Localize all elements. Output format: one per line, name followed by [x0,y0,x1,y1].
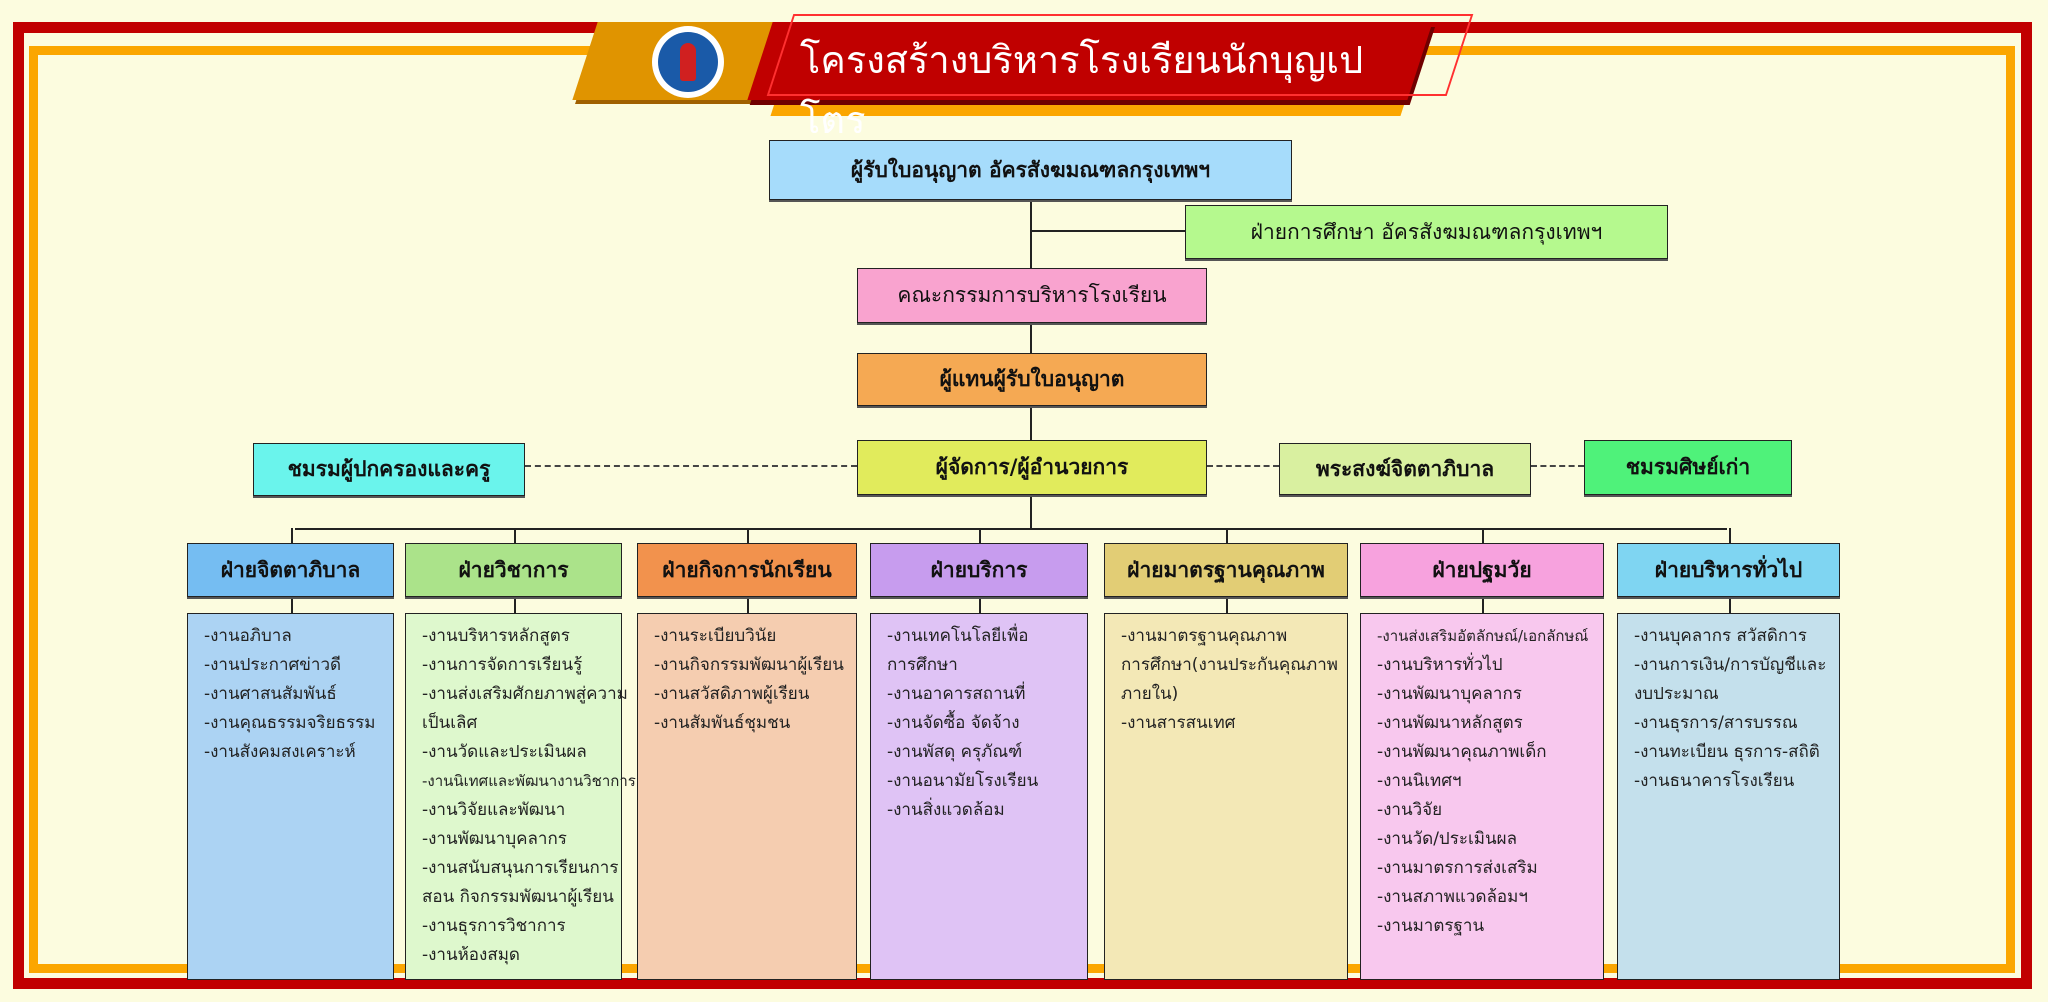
duty-item: การศึกษา(งานประกันคุณภาพ [1121,655,1338,675]
dept-connector [1482,528,1484,543]
duty-item: -งานการเงิน/การบัญชีและ [1634,655,1827,675]
dept-duties: -งานบริหารหลักสูตร -งานการจัดการเรียนรู้ -… [405,613,636,980]
school-logo-icon [652,26,724,98]
chaplain-node: พระสงฆ์จิตตาภิบาล [1279,443,1531,495]
duty-item: -งานอภิบาล [204,626,292,646]
duty-item: -งานห้องสมุด [422,945,520,965]
dept-header: ฝ่ายจิตตาภิบาล [187,543,394,597]
duty-item: -งานพัฒนาบุคลากร [1377,684,1522,704]
duty-item: เป็นเลิศ [422,713,478,733]
duty-item: -งานจัดซื้อ จัดจ้าง [887,713,1020,733]
dept-header: ฝ่ายกิจการนักเรียน [637,543,857,597]
duty-item: -งานพัฒนาบุคลากร [422,829,567,849]
dept-duties: -งานมาตรฐานคุณภาพการศึกษา(งานประกันคุณภา… [1104,613,1348,980]
duty-item: -งานวัด/ประเมินผล [1377,829,1517,849]
duty-item: -งานธุรการวิชาการ [422,916,566,936]
duty-item: -งานวัดและประเมินผล [422,742,587,762]
duty-item: -งานส่งเสริมศักยภาพสู่ความ [422,684,628,704]
duty-item: -งานสัมพันธ์ชุมชน [654,713,791,733]
licensee-rep-node: ผู้แทนผู้รับใบอนุญาต [857,353,1207,406]
duty-item: -งานมาตรการส่งเสริม [1377,858,1538,878]
duty-item: -งานสนับสนุนการเรียนการ [422,858,619,878]
dept-duties: -งานบุคลากร สวัสดิการ -งานการเงิน/การบัญช… [1617,613,1840,980]
branch-line [1030,230,1185,232]
dept-header: ฝ่ายปฐมวัย [1360,543,1604,597]
board-node: คณะกรรมการบริหารโรงเรียน [857,268,1207,323]
dept-connector [1729,528,1731,543]
duty-item: สอน กิจกรรมพัฒนาผู้เรียน [422,887,614,907]
licensee-node: ผู้รับใบอนุญาต อัครสังฆมณฑลกรุงเทพฯ [769,140,1292,200]
dept-connector [1226,597,1228,613]
dept-header: ฝ่ายบริหารทั่วไป [1617,543,1840,597]
dept-duties: -งานส่งเสริมอัตลักษณ์/เอกลักษณ์ -งานบริหา… [1360,613,1604,980]
director-node: ผู้จัดการ/ผู้อำนวยการ [857,440,1207,495]
duty-item: -งานพัฒนาคุณภาพเด็ก [1377,742,1547,762]
duty-item: -งานสารสนเทศ [1121,713,1236,733]
duty-item: -งานนิเทศฯ [1377,771,1462,791]
page-title: โครงสร้างบริหารโรงเรียนนักบุญเปโตร [800,38,1364,142]
dept-connector [747,597,749,613]
dept-connector [1482,597,1484,613]
duty-item: ภายใน) [1121,684,1179,704]
dept-header: ฝ่ายวิชาการ [405,543,622,597]
duty-item: -งานมาตรฐาน [1377,916,1485,936]
duty-item: -งานคุณธรรมจริยธรรม [204,713,376,733]
duty-item: -งานสภาพแวดล้อมฯ [1377,887,1528,907]
dept-connector [979,597,981,613]
duty-item: -งานบริหารทั่วไป [1377,655,1503,675]
duty-item: -งานอาคารสถานที่ [887,684,1026,704]
duty-item: -งานพัสดุ ครุภัณฑ์ [887,742,1023,762]
dept-connector [1226,528,1228,543]
duty-item: -งานกิจกรรมพัฒนาผู้เรียน [654,655,844,675]
duty-item: -งานวิจัยและพัฒนา [422,800,566,820]
duty-item: -งานบุคลากร สวัสดิการ [1634,626,1807,646]
dept-connector [291,597,293,613]
dept-duties: -งานระเบียบวินัย -งานกิจกรรมพัฒนาผู้เรียน… [637,613,857,980]
dept-connector [1729,597,1731,613]
duty-item: -งานธุรการ/สารบรรณ [1634,713,1798,733]
duty-item: -งานสิ่งแวดล้อม [887,800,1005,820]
duty-item: -งานการจัดการเรียนรู้ [422,655,583,675]
dept-duties: -งานเทคโนโลยีเพื่อการศึกษา -งานอาคารสถานท… [870,613,1088,980]
duty-item: -งานมาตรฐานคุณภาพ [1121,626,1288,646]
duty-item: -งานศาสนสัมพันธ์ [204,684,337,704]
duty-item: -งานประกาศข่าวดี [204,655,342,675]
duty-item: การศึกษา [887,655,958,675]
dept-connector [514,528,516,543]
dept-header: ฝ่ายมาตรฐานคุณภาพ [1104,543,1348,597]
parents-club-node: ชมรมผู้ปกครองและครู [253,443,525,496]
duty-item: -งานพัฒนาหลักสูตร [1377,713,1523,733]
bus-line [295,528,1727,530]
duty-item: -งานส่งเสริมอัตลักษณ์/เอกลักษณ์ [1377,627,1589,645]
duty-item: -งานสวัสดิภาพผู้เรียน [654,684,810,704]
dept-duties: -งานอภิบาล -งานประกาศข่าวดี -งานศาสนสัมพัน… [187,613,394,980]
duty-item: งบประมาณ [1634,684,1719,704]
alumni-node: ชมรมศิษย์เก่า [1584,440,1792,495]
duty-item: -งานระเบียบวินัย [654,626,777,646]
duty-item: -งานเทคโนโลยีเพื่อ [887,626,1029,646]
duty-item: -งานวิจัย [1377,800,1443,820]
dept-connector [291,528,293,543]
education-dept-node: ฝ่ายการศึกษา อัครสังฆมณฑลกรุงเทพฯ [1185,205,1668,259]
dashed-link [525,465,857,467]
duty-item: -งานนิเทศและพัฒนางานวิชาการ [422,772,636,790]
duty-item: -งานธนาคารโรงเรียน [1634,771,1795,791]
dept-connector [979,528,981,543]
duty-item: -งานทะเบียน ธุรการ-สถิติ [1634,742,1820,762]
duty-item: -งานสังคมสงเคราะห์ [204,742,356,762]
duty-item: -งานอนามัยโรงเรียน [887,771,1039,791]
dept-header: ฝ่ายบริการ [870,543,1088,597]
dashed-link [1531,465,1584,467]
duty-item: -งานบริหารหลักสูตร [422,626,570,646]
dashed-link [1207,465,1279,467]
dept-connector [514,597,516,613]
dept-connector [747,528,749,543]
